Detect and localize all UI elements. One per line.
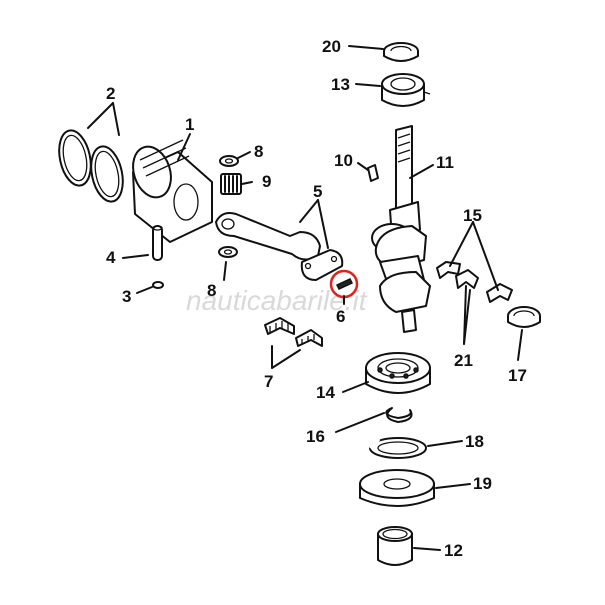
small-snap-ring <box>385 407 413 423</box>
label-9: 9 <box>262 172 271 191</box>
label-8-upper: 8 <box>254 142 263 161</box>
thrust-washer-lower <box>218 246 238 258</box>
large-snap-ring <box>367 436 427 459</box>
piston <box>132 139 213 243</box>
label-19: 19 <box>473 474 492 493</box>
label-12: 12 <box>444 541 463 560</box>
label-11: 11 <box>436 153 454 172</box>
label-21: 21 <box>454 351 473 370</box>
label-16: 16 <box>306 427 325 446</box>
main-bearing-ring <box>507 306 541 328</box>
label-2: 2 <box>106 84 115 103</box>
lower-ball-bearing <box>365 352 431 394</box>
needle-bearing <box>220 173 242 195</box>
bearing-sleeve <box>377 526 413 566</box>
label-6: 6 <box>336 307 345 326</box>
main-bearing-halves <box>436 261 513 303</box>
upper-crank-bearing <box>381 73 431 107</box>
label-1: 1 <box>185 115 194 134</box>
label-17: 17 <box>508 366 527 385</box>
label-10: 10 <box>334 151 353 170</box>
label-7: 7 <box>264 372 273 391</box>
label-8-lower: 8 <box>207 281 216 300</box>
piston-pin <box>152 225 163 261</box>
crankshaft <box>371 125 431 333</box>
leader-lines <box>87 45 523 551</box>
label-20: 20 <box>322 37 341 56</box>
label-3: 3 <box>122 287 131 306</box>
label-15: 15 <box>463 206 482 225</box>
piston-rings <box>58 129 124 203</box>
label-18: 18 <box>465 432 484 451</box>
label-4: 4 <box>106 248 116 267</box>
lower-thrust-washer <box>359 469 435 507</box>
thrust-washer-upper <box>219 155 239 167</box>
rod-bearing-halves <box>264 317 323 347</box>
label-5: 5 <box>313 182 322 201</box>
watermark: nauticabarile.it <box>186 285 368 316</box>
label-14: 14 <box>316 383 335 402</box>
pin-retainer <box>152 281 164 289</box>
crankshaft-seal <box>383 42 419 62</box>
woodruff-key <box>367 164 379 182</box>
label-13: 13 <box>331 75 350 94</box>
connecting-rod <box>215 212 344 281</box>
